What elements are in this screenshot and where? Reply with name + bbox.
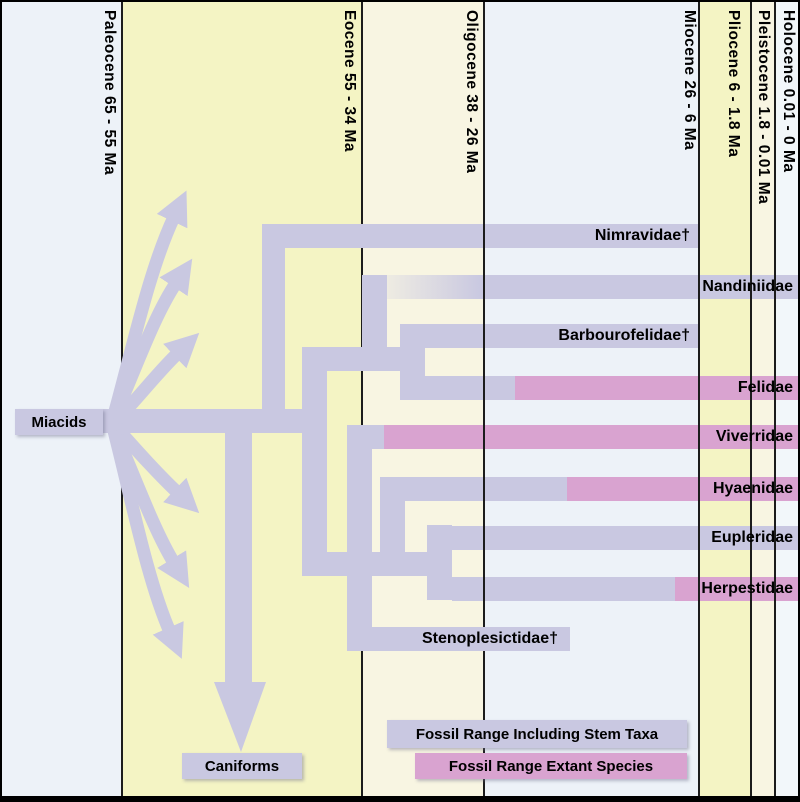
legend-extant-species-label: Fossil Range Extant Species [448,757,654,775]
nandiniidae-label: Nandiniidae [702,278,793,295]
radiation-arrow-down-3 [107,429,184,659]
nimravidae-label: Nimravidae† [594,227,690,244]
hyaenidae-label: Hyaenidae [712,480,793,497]
epoch-boundary-pleistocene [774,2,776,796]
hyaenidae-branch-connector [380,477,405,575]
nandiniidae-fossil-range-bar [362,275,798,299]
caniforms-label: Caniforms [204,757,280,775]
nandiniidae-branch-connector [362,275,387,370]
epoch-label-paleocene: Paleocene 65 - 55 Ma [101,10,118,176]
epoch-label-oligocene: Oligocene 38 - 26 Ma [463,10,480,174]
barbourofelidae-label: Barbourofelidae† [558,327,690,344]
herpestidae-extant-range-bar [675,577,798,601]
felidae-label: Felidae [737,379,793,396]
epoch-label-holocene: Holocene 0.01 - 0 Ma [780,10,797,173]
legend-stem-taxa-label: Fossil Range Including Stem Taxa [415,725,659,743]
epoch-label-pleistocene: Pleistocene 1.8 - 0.01 Ma [755,10,772,205]
radiation-arrow-up-2 [108,258,193,421]
miacids-label-box: Miacids [15,409,103,435]
viverroid-clade-spine [347,425,372,651]
radiation-arrow-up-3 [111,332,200,426]
miacids-label: Miacids [31,413,87,431]
eupleridae-label: Eupleridae [711,529,793,546]
viverridae-label: Viverridae [715,428,793,445]
caniforms-arrowhead [214,682,266,752]
eupleridae-fossil-range-bar [427,526,798,550]
viverridae-extant-range-bar [384,425,798,449]
epoch-band-paleocene [2,2,122,796]
epoch-boundary-miocene [698,2,700,796]
epoch-boundary-pliocene [750,2,752,796]
caniforms-label-box: Caniforms [182,753,302,779]
epoch-label-eocene: Eocene 55 - 34 Ma [341,10,358,153]
stenoplesictidae-fossil-range-bar [347,627,570,651]
epoch-label-pliocene: Pliocene 6 - 1.8 Ma [725,10,742,158]
legend-stem-taxa: Fossil Range Including Stem Taxa [387,720,687,748]
nimravidae-branch-connector [262,224,285,432]
epoch-label-miocene: Miocene 26 - 6 Ma [681,10,698,151]
hyaenidae-fossil-range-bar [380,477,567,501]
eupleridae-herpestidae-connector [427,525,452,600]
epoch-boundary-oligocene [483,2,485,796]
epoch-boundary-eocene [361,2,363,796]
caniforms-arrow-shaft [225,420,252,686]
legend-extant-species: Fossil Range Extant Species [415,753,687,779]
herpestidae-label: Herpestidae [701,580,793,597]
barbourofelidae-fossil-range-bar [400,324,699,348]
nimravidae-fossil-range-bar [262,224,699,248]
lower-clade-connector [302,347,327,575]
barbourofelidae-felidae-connector [400,324,425,400]
hyaenidae-extant-range-bar [567,477,798,501]
herpestidae-fossil-range-bar [452,577,675,601]
stenoplesictidae-label: Stenoplesictidae† [421,630,558,647]
